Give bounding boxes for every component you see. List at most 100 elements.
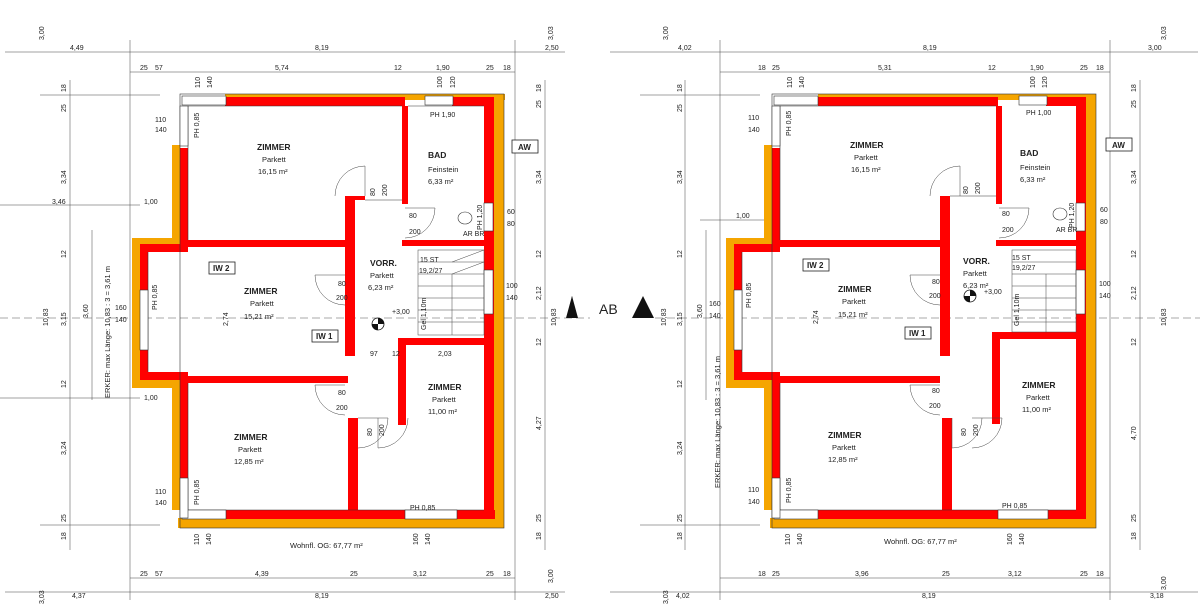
svg-text:3,00: 3,00	[1161, 576, 1168, 590]
svg-text:18: 18	[1131, 84, 1138, 92]
svg-text:12: 12	[677, 250, 684, 258]
svg-text:100: 100	[506, 283, 518, 290]
svg-text:140: 140	[748, 499, 760, 506]
svg-text:18: 18	[503, 571, 511, 578]
inner-outlines-left	[147, 93, 505, 529]
svg-text:25: 25	[536, 514, 543, 522]
svg-text:200: 200	[382, 184, 389, 196]
svg-text:80: 80	[963, 186, 970, 194]
svg-text:12: 12	[61, 380, 68, 388]
svg-text:200: 200	[336, 295, 348, 302]
svg-text:3,46: 3,46	[52, 199, 66, 206]
svg-text:5,31: 5,31	[878, 65, 892, 72]
svg-text:18: 18	[677, 532, 684, 540]
svg-text:15 ST: 15 ST	[1012, 255, 1031, 262]
svg-text:15,21 m²: 15,21 m²	[838, 310, 868, 319]
svg-text:60: 60	[507, 209, 515, 216]
svg-text:12,85 m²: 12,85 m²	[234, 457, 264, 466]
svg-text:8,19: 8,19	[922, 593, 936, 600]
svg-text:25: 25	[61, 104, 68, 112]
tag-iw2: IW 2	[213, 264, 230, 273]
svg-text:PH 1,00: PH 1,00	[1026, 110, 1051, 117]
svg-text:200: 200	[975, 182, 982, 194]
svg-text:PH 0,85: PH 0,85	[410, 505, 435, 512]
svg-text:1,90: 1,90	[1030, 65, 1044, 72]
svg-text:25: 25	[942, 571, 950, 578]
svg-text:3,12: 3,12	[413, 571, 427, 578]
svg-text:ZIMMER: ZIMMER	[244, 286, 278, 296]
svg-text:25: 25	[677, 104, 684, 112]
svg-text:3,00: 3,00	[39, 26, 46, 40]
svg-text:140: 140	[506, 295, 518, 302]
svg-text:25: 25	[1131, 514, 1138, 522]
svg-text:1,00: 1,00	[736, 213, 750, 220]
room-zimmer-4: ZIMMER Parkett 12,85 m²	[828, 430, 862, 464]
svg-text:160: 160	[1007, 533, 1014, 545]
svg-text:18: 18	[677, 84, 684, 92]
svg-text:ZIMMER: ZIMMER	[828, 430, 862, 440]
svg-text:18: 18	[536, 532, 543, 540]
svg-text:1,00: 1,00	[144, 395, 158, 402]
svg-text:2,50: 2,50	[545, 593, 559, 600]
svg-text:VORR.: VORR.	[963, 256, 990, 266]
door-swing-zimmer-right	[377, 417, 409, 449]
svg-text:3,03: 3,03	[39, 590, 46, 604]
svg-text:80: 80	[932, 388, 940, 395]
svg-text:200: 200	[929, 403, 941, 410]
svg-text:Parkett: Parkett	[370, 271, 395, 280]
svg-text:140: 140	[115, 317, 127, 324]
svg-text:4,27: 4,27	[536, 416, 543, 430]
svg-text:PH 0,85: PH 0,85	[194, 113, 201, 138]
svg-text:140: 140	[206, 533, 213, 545]
svg-text:12: 12	[392, 351, 400, 358]
svg-text:8,19: 8,19	[315, 45, 329, 52]
svg-text:18: 18	[1096, 571, 1104, 578]
svg-text:Parkett: Parkett	[1026, 393, 1051, 402]
svg-text:ZIMMER: ZIMMER	[850, 140, 884, 150]
svg-text:2,12: 2,12	[1131, 286, 1138, 300]
svg-text:200: 200	[336, 405, 348, 412]
svg-text:110: 110	[785, 534, 792, 545]
svg-text:140: 140	[425, 533, 432, 545]
room-zimmer-2: ZIMMER Parkett 15,21 m²	[244, 286, 278, 321]
walls-right	[734, 97, 1086, 519]
door-swing-zimmer-bottom	[357, 417, 389, 449]
svg-text:10,83: 10,83	[661, 308, 668, 326]
svg-text:Parkett: Parkett	[250, 299, 275, 308]
room-vorraum: VORR. Parkett 6,23 m²	[368, 258, 397, 292]
tag-iw2: IW 2	[807, 261, 824, 270]
svg-text:3,34: 3,34	[61, 170, 68, 184]
plan-left: AW IW 2 IW 1 ZIMMER Parkett 16,15 m² BAD…	[0, 26, 590, 604]
svg-text:12: 12	[394, 65, 402, 72]
svg-text:200: 200	[409, 229, 421, 236]
svg-text:18: 18	[1096, 65, 1104, 72]
svg-text:25: 25	[1080, 571, 1088, 578]
svg-text:11,00 m²: 11,00 m²	[1022, 405, 1052, 414]
svg-text:3,12: 3,12	[1008, 571, 1022, 578]
svg-text:AR BR: AR BR	[1056, 227, 1077, 234]
svg-text:Parkett: Parkett	[842, 297, 867, 306]
svg-text:12: 12	[536, 338, 543, 346]
svg-text:2,74: 2,74	[813, 310, 820, 324]
svg-text:8,19: 8,19	[923, 45, 937, 52]
svg-text:PH 0,85: PH 0,85	[194, 480, 201, 505]
svg-text:3,24: 3,24	[677, 441, 684, 455]
svg-text:Parkett: Parkett	[854, 153, 879, 162]
svg-text:3,00: 3,00	[548, 569, 555, 583]
svg-text:110: 110	[748, 487, 759, 494]
svg-text:16,15 m²: 16,15 m²	[258, 167, 288, 176]
window-erker	[139, 289, 149, 351]
staircase-right	[1011, 249, 1077, 333]
svg-text:10,83: 10,83	[1161, 308, 1168, 326]
svg-text:5,74: 5,74	[275, 65, 289, 72]
svg-text:PH 0,85: PH 0,85	[786, 478, 793, 503]
svg-text:110: 110	[748, 115, 759, 122]
svg-text:110: 110	[155, 117, 166, 124]
svg-text:PH 0,85: PH 0,85	[1002, 503, 1027, 510]
window-bad-top	[424, 95, 454, 106]
svg-text:140: 140	[799, 76, 806, 88]
tag-iw1: IW 1	[909, 329, 926, 338]
window-bottom-left	[181, 509, 227, 520]
svg-text:4,70: 4,70	[1131, 426, 1138, 440]
svg-text:160: 160	[413, 533, 420, 545]
